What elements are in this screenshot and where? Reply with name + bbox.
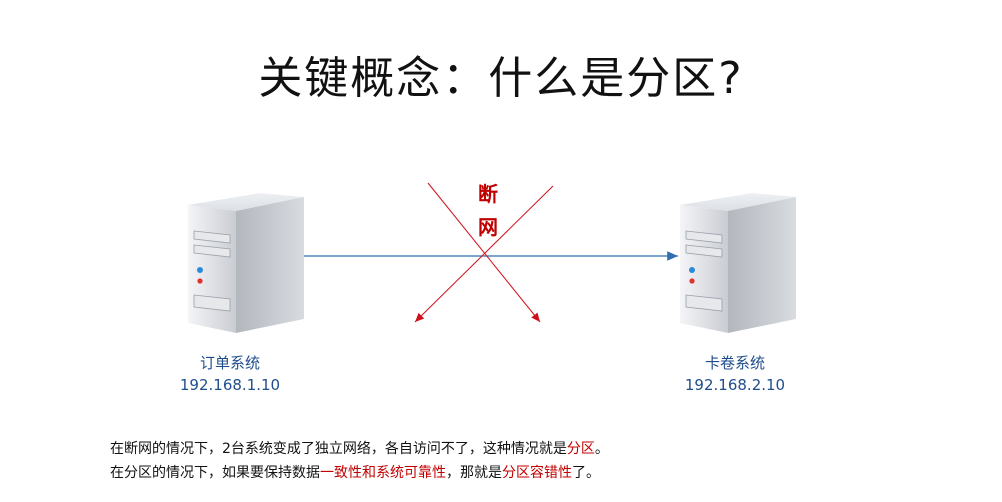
line2-highlight-a: 一致性和系统可靠性 <box>320 465 446 481</box>
right-server-label: 卡卷系统 192.168.2.10 <box>655 352 815 396</box>
left-server-label: 订单系统 192.168.1.10 <box>150 352 310 396</box>
line2-text-a: 在分区的情况下，如果要保持数据 <box>110 465 320 481</box>
description-line-2: 在分区的情况下，如果要保持数据一致性和系统可靠性，那就是分区容错性了。 <box>110 461 609 485</box>
line2-end: 了。 <box>572 465 600 481</box>
description-line-1: 在断网的情况下，2台系统变成了独立网络，各自访问不了，这种情况就是分区。 <box>110 437 609 461</box>
cut-label-char2: 网 <box>478 215 498 239</box>
line1-text: 在断网的情况下，2台系统变成了独立网络，各自访问不了，这种情况就是 <box>110 441 567 457</box>
description: 在断网的情况下，2台系统变成了独立网络，各自访问不了，这种情况就是分区。 在分区… <box>110 437 609 485</box>
right-server-ip: 192.168.2.10 <box>684 376 786 394</box>
cut-line-1 <box>427 182 541 323</box>
cut-label-char1: 断 <box>478 182 498 206</box>
server-icon <box>680 193 796 333</box>
server-icon <box>188 193 304 333</box>
line1-end: 。 <box>594 441 609 457</box>
page-title: 关键概念：什么是分区? <box>258 53 744 104</box>
line1-highlight: 分区 <box>566 441 595 457</box>
left-server-name: 订单系统 <box>199 354 260 372</box>
cut-line-2 <box>414 185 554 323</box>
right-server-name: 卡卷系统 <box>704 354 765 372</box>
line2-text-b: ，那就是 <box>446 465 502 481</box>
left-server-ip: 192.168.1.10 <box>179 376 281 394</box>
line2-highlight-b: 分区容错性 <box>502 465 572 481</box>
